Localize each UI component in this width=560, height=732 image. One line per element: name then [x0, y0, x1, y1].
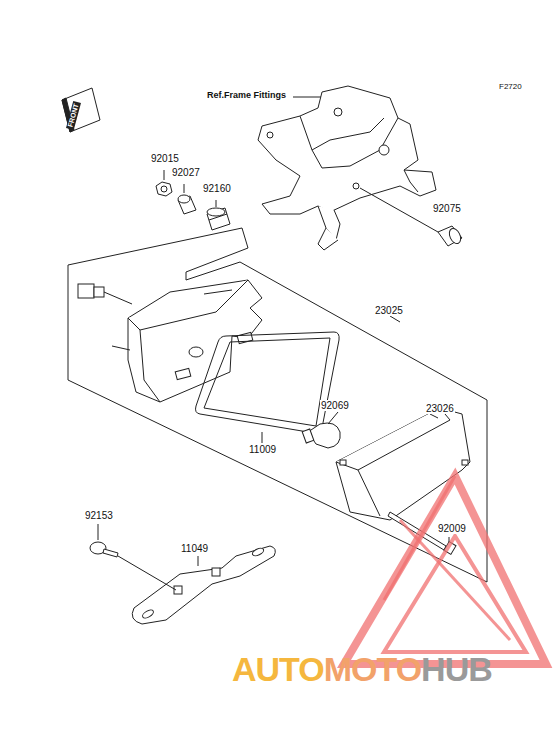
- callout-number: 92027: [171, 167, 201, 178]
- leader-line: [164, 170, 165, 180]
- leader-line: [360, 188, 438, 232]
- leader-line: [98, 524, 99, 540]
- bulb: [302, 423, 340, 448]
- watermark-logo: [344, 476, 546, 664]
- gasket: [196, 332, 340, 433]
- leader-line: [449, 537, 450, 542]
- lens: [336, 408, 470, 520]
- sleeve: [178, 195, 196, 214]
- leader-line: [216, 200, 217, 207]
- bolt: [90, 542, 118, 557]
- callout-number: 92153: [84, 510, 114, 521]
- callout-number: 92069: [320, 400, 350, 411]
- grommet: [207, 208, 230, 230]
- leader-line: [293, 97, 322, 98]
- wire-connector: [78, 284, 132, 304]
- watermark: MOTO: [324, 652, 421, 686]
- leader-line: [328, 412, 338, 424]
- callout-number: 92075: [432, 203, 462, 214]
- leader-line: [118, 556, 176, 590]
- license-bracket: [132, 546, 275, 624]
- reference-note: Ref.Frame Fittings: [206, 91, 287, 101]
- collar: [438, 226, 463, 246]
- watermark: AUTO: [232, 652, 324, 686]
- figure-code: F2720: [498, 83, 523, 92]
- leader-line: [262, 432, 263, 443]
- leader-line: [198, 556, 199, 566]
- callout-number: 23025: [374, 305, 404, 316]
- callout-number: 11009: [248, 444, 277, 455]
- callout-number: 92160: [202, 183, 232, 194]
- nut: [156, 182, 172, 196]
- callout-number: 23026: [425, 403, 455, 414]
- taillight-housing: [112, 280, 262, 402]
- leader-line: [184, 184, 185, 193]
- leader-line: [390, 316, 400, 322]
- watermark: HUB: [421, 652, 492, 686]
- callout-number: 92009: [437, 523, 467, 534]
- callout-number: 11049: [180, 543, 209, 554]
- front-badge: [62, 88, 100, 132]
- frame-bracket: [258, 86, 436, 250]
- callout-number: 92015: [150, 153, 180, 164]
- leader-line: [430, 414, 438, 418]
